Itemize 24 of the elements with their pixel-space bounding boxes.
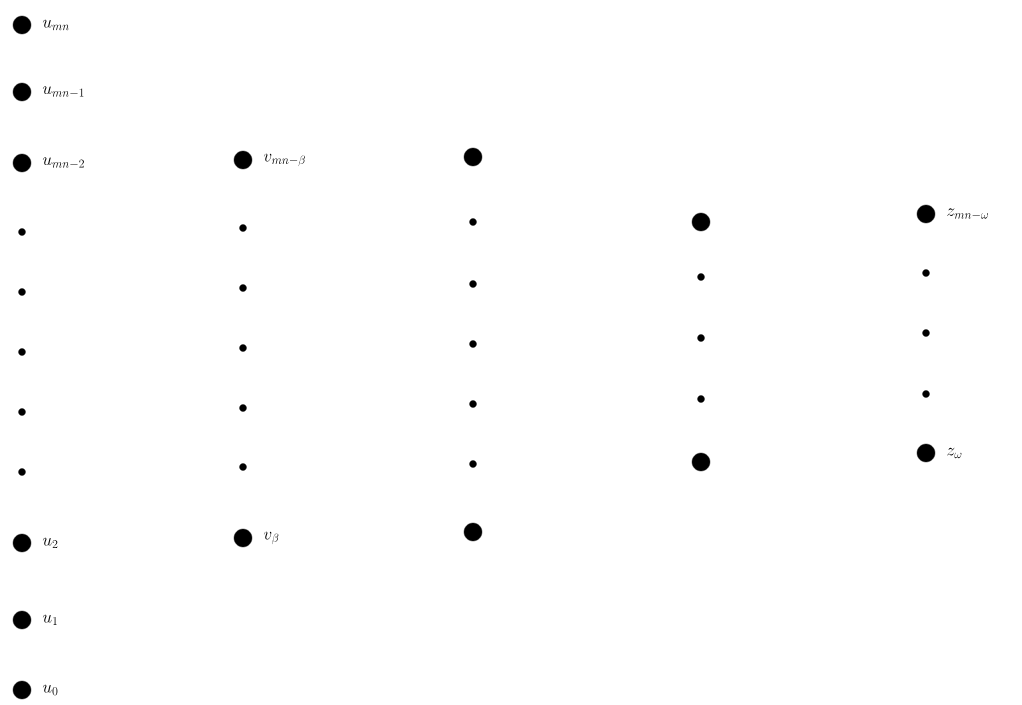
- dot: [233, 528, 253, 548]
- dot-label: $u_{mn}$: [42, 19, 69, 31]
- dot: [916, 204, 936, 224]
- dot-label: $u_1$: [42, 614, 57, 625]
- dot-label: $u_{mn-1}$: [42, 86, 84, 97]
- dot: [12, 82, 32, 102]
- dot: [233, 150, 253, 170]
- dot: [12, 533, 32, 553]
- dot: [691, 212, 711, 232]
- dot-label: $v_{mn-\beta}$: [263, 153, 305, 167]
- dot: [463, 522, 483, 542]
- dot-label: $z_\omega$: [947, 447, 962, 459]
- dot: [12, 610, 32, 630]
- dot-label: $u_0$: [42, 684, 58, 696]
- dot-label: $u_2$: [42, 537, 58, 548]
- dot-label: $v_\beta$: [263, 531, 279, 545]
- dot-label: $u_{mn-2}$: [42, 157, 84, 168]
- dot: [12, 15, 32, 35]
- dot: [691, 452, 711, 472]
- dot: [916, 443, 936, 463]
- dot: [463, 147, 483, 167]
- dot-label: $z_{mn-\omega}$: [947, 208, 988, 219]
- dot: [12, 153, 32, 173]
- dot: [12, 680, 32, 700]
